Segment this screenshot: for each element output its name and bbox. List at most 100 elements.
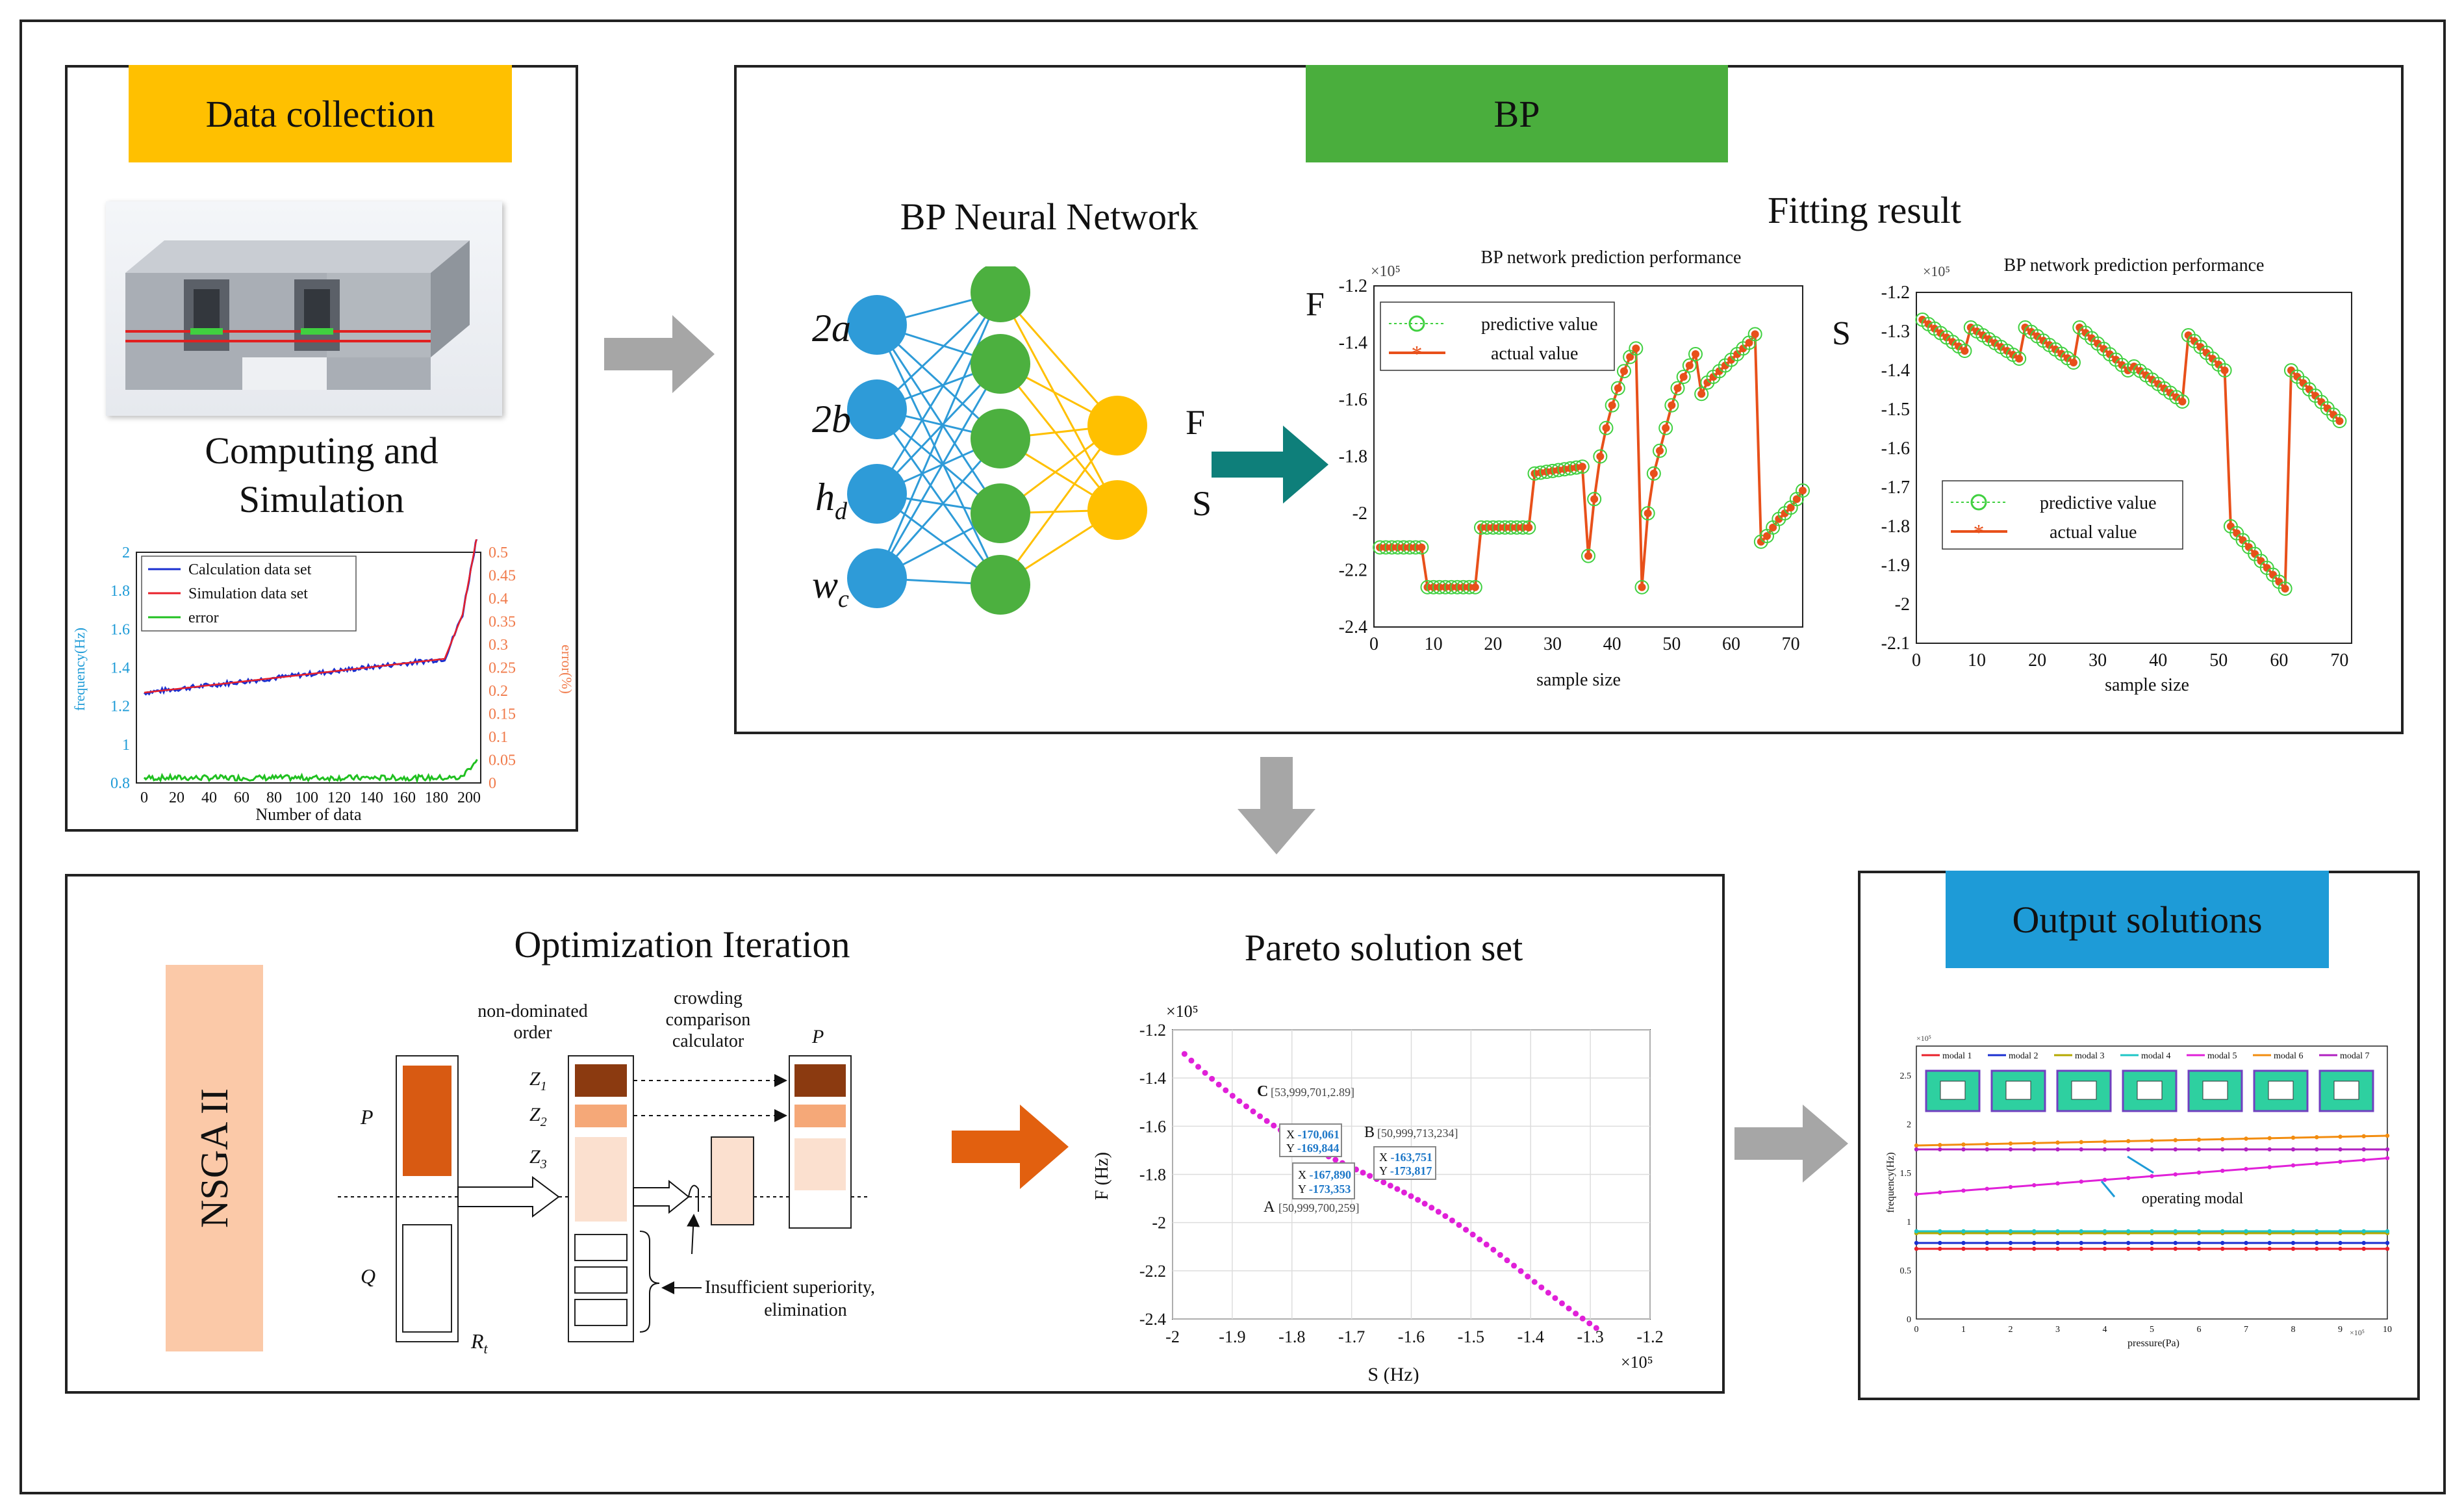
fitS-actual-point xyxy=(2057,350,2066,358)
output-modal-point xyxy=(1914,1147,1919,1152)
output-modal-point xyxy=(1961,1147,1966,1152)
fitF-actual-point xyxy=(1602,424,1610,432)
pareto-point xyxy=(1394,1186,1401,1192)
output-x-tick: 3 xyxy=(2055,1325,2060,1335)
output-modal-point xyxy=(2032,1183,2037,1188)
nsga-P: P xyxy=(360,1105,374,1129)
pareto-point xyxy=(1435,1209,1442,1215)
pareto-point xyxy=(1429,1205,1435,1211)
pareto-datatip-1: X -170,061 Y -169,844 xyxy=(1279,1123,1342,1157)
fit-f-chart: BP network prediction performance ×10⁵ F… xyxy=(1306,248,1810,690)
nn-edge-input-hidden xyxy=(876,409,1002,585)
fitF-y-tick: -2.2 xyxy=(1339,561,1367,581)
pareto-x-tick: -1.7 xyxy=(1338,1327,1365,1346)
output-y-tick: 2.5 xyxy=(1900,1071,1912,1081)
pareto-point xyxy=(1525,1273,1531,1280)
nsga-header-text: NSGA II xyxy=(192,1088,236,1229)
fitF-pred-point xyxy=(1467,580,1482,595)
pareto-point xyxy=(1209,1075,1215,1082)
fitS-actual-point xyxy=(1924,320,1933,328)
fitF-actual-point xyxy=(1662,424,1670,432)
output-modal-point xyxy=(2196,1147,2202,1152)
fitS-y-tick: -2.1 xyxy=(1881,633,1910,654)
nn-edge-input-hidden xyxy=(876,438,1002,579)
mode-shape-thumbnail-core xyxy=(1940,1081,1966,1100)
output-modal-point xyxy=(2315,1229,2319,1234)
output-modal-point xyxy=(2291,1135,2296,1140)
pareto-point xyxy=(1360,1170,1366,1176)
output-modal-point xyxy=(1961,1246,1966,1251)
output-modal-point xyxy=(1914,1229,1919,1234)
output-modal-point xyxy=(2220,1147,2225,1152)
output-x-tick: 10 xyxy=(2383,1325,2392,1335)
fitF-x-tick: 0 xyxy=(1369,634,1378,654)
fitS-pred-point xyxy=(2012,352,2027,366)
output-legend-label: modal 7 xyxy=(2340,1051,2370,1061)
fitS-actual-point xyxy=(2202,349,2211,357)
freq-x-tick: 20 xyxy=(169,789,184,806)
nsga-insufficient: Insufficient superiority, xyxy=(705,1277,875,1298)
fit-f-side-label: F xyxy=(1306,286,1325,323)
fitS-actual-point xyxy=(2233,529,2241,537)
computing-title-line1: Computing and xyxy=(205,429,438,472)
freq-x-tick: 200 xyxy=(457,789,481,806)
freq-right-tick: 0.45 xyxy=(489,568,516,585)
fitS-actual-point xyxy=(2154,380,2163,388)
fitF-y-tick: -1.4 xyxy=(1339,333,1367,353)
fitS-actual-point xyxy=(2257,557,2265,565)
fitS-actual-point xyxy=(1937,329,1945,337)
output-modal-point xyxy=(2385,1156,2390,1160)
fit-s-title: BP network prediction performance xyxy=(2004,255,2265,275)
fitS-y-tick: -1.2 xyxy=(1881,283,1910,303)
fitS-actual-point xyxy=(2087,334,2096,342)
output-modal-point xyxy=(2244,1147,2248,1152)
fitS-actual-point xyxy=(2239,536,2247,544)
fitting-title: Fitting result xyxy=(1767,189,1962,231)
fitS-y-tick: -1.7 xyxy=(1881,478,1910,498)
computing-title-line2: Simulation xyxy=(238,478,405,520)
pareto-y-tick: -2 xyxy=(1152,1214,1166,1233)
pareto-point-B-val: [50,999,713,234] xyxy=(1377,1127,1458,1140)
pareto-point xyxy=(1215,1081,1222,1088)
freq-right-tick: 0.4 xyxy=(489,591,508,608)
fitS-x-tick: 30 xyxy=(2089,650,2107,671)
fitF-pred-point xyxy=(1575,459,1590,474)
nsga-crowding-1: crowding xyxy=(674,988,743,1008)
pareto-ylabel: F (Hz) xyxy=(1092,1152,1112,1200)
pareto-point xyxy=(1490,1246,1497,1253)
nn-hidden-node xyxy=(971,334,1030,394)
error-line xyxy=(143,759,478,784)
output-modal-point xyxy=(2079,1179,2083,1184)
fitS-y-tick: -1.9 xyxy=(1881,556,1910,576)
fit-s-xlabel: sample size xyxy=(2105,675,2189,695)
fit-s-side-label: S xyxy=(1832,315,1851,352)
pareto-point xyxy=(1387,1183,1393,1189)
nn-edge-input-hidden xyxy=(876,292,1002,494)
output-modal-point xyxy=(2244,1166,2248,1171)
output-modal-point xyxy=(2267,1240,2272,1246)
output-modal-point xyxy=(2008,1147,2013,1152)
output-modal-point xyxy=(2338,1240,2343,1246)
fitS-actual-point xyxy=(1918,316,1927,324)
fitS-actual-point xyxy=(2039,337,2048,345)
fitF-actual-point xyxy=(1644,509,1652,517)
fitF-pred-point xyxy=(1599,420,1614,435)
nsga-crowding-3: calculator xyxy=(672,1031,744,1051)
pareto-x-tick: -2 xyxy=(1165,1327,1180,1346)
fitS-actual-point xyxy=(2100,345,2108,353)
pareto-point xyxy=(1223,1087,1229,1094)
pareto-point-C-val: [53,999,701,2.89] xyxy=(1271,1086,1354,1099)
svg-text:X -170,061: X -170,061 xyxy=(1286,1128,1340,1141)
output-modal-point xyxy=(2361,1134,2366,1138)
svg-text:X -163,751: X -163,751 xyxy=(1379,1151,1432,1164)
fitF-actual-point xyxy=(1656,446,1664,455)
fitS-x-tick: 60 xyxy=(2270,650,2288,671)
freq-left-tick: 1 xyxy=(122,737,130,754)
output-modal-point xyxy=(2150,1240,2154,1246)
pareto-point xyxy=(1497,1251,1503,1258)
fitF-pred-point xyxy=(1682,358,1697,373)
fitF-actual-point xyxy=(1632,344,1640,353)
output-x-tick: 9 xyxy=(2338,1325,2343,1335)
output-modal-point xyxy=(2267,1147,2272,1152)
